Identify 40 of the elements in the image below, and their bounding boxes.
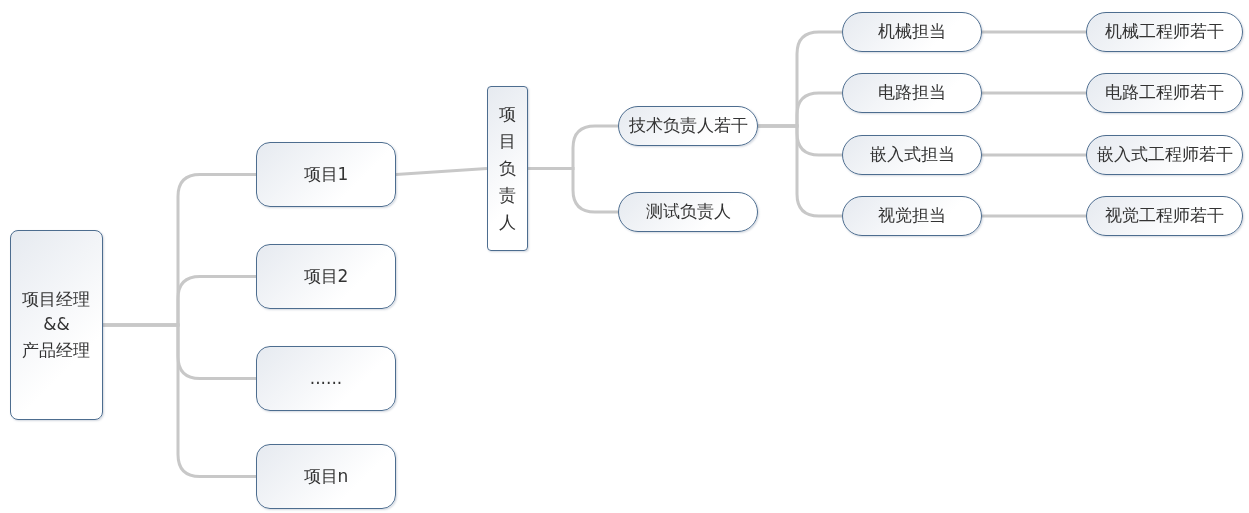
connector-line bbox=[982, 91, 1086, 95]
role-pill bbox=[1086, 73, 1243, 113]
connector-line bbox=[982, 214, 1086, 218]
connector-line bbox=[982, 153, 1086, 157]
role-pill bbox=[618, 192, 758, 232]
node-label: ...... bbox=[309, 366, 343, 390]
role-pill bbox=[1086, 196, 1243, 236]
node-label: 项目负责人 bbox=[499, 102, 516, 235]
bracket-connector bbox=[528, 167, 618, 214]
node-label: 机械工程师若干 bbox=[1105, 20, 1224, 44]
node-label: 电路工程师若干 bbox=[1105, 81, 1224, 105]
role-pill bbox=[842, 73, 982, 113]
project-box bbox=[256, 142, 396, 207]
role-pill bbox=[842, 135, 982, 175]
node-label: 视觉担当 bbox=[878, 204, 946, 228]
role-box bbox=[487, 86, 528, 251]
node-label: 技术负责人若干 bbox=[628, 114, 748, 138]
role-pill bbox=[618, 106, 758, 146]
project-box bbox=[256, 244, 396, 309]
role-pill bbox=[842, 196, 982, 236]
bracket-connector bbox=[758, 124, 842, 218]
bracket-connector bbox=[103, 323, 256, 478]
node-label: 视觉工程师若干 bbox=[1105, 204, 1224, 228]
node-label: 测试负责人 bbox=[645, 200, 731, 224]
node-label: 嵌入式担当 bbox=[869, 143, 955, 167]
node-label: 电路担当 bbox=[878, 81, 946, 105]
project-box bbox=[10, 230, 103, 420]
node-label: 机械担当 bbox=[878, 20, 946, 44]
project-box bbox=[256, 444, 396, 509]
role-pill bbox=[1086, 135, 1243, 175]
project-box bbox=[256, 346, 396, 411]
connector-line bbox=[395, 167, 488, 176]
role-pill bbox=[842, 12, 982, 52]
connector-line bbox=[982, 30, 1086, 34]
node-label: 项目2 bbox=[303, 264, 349, 288]
node-label: 嵌入式工程师若干 bbox=[1096, 143, 1233, 167]
node-label: 项目1 bbox=[303, 162, 349, 186]
role-pill bbox=[1086, 12, 1243, 52]
node-label: 项目n bbox=[303, 464, 349, 488]
node-label: 项目经理 && 产品经理 bbox=[21, 287, 92, 362]
